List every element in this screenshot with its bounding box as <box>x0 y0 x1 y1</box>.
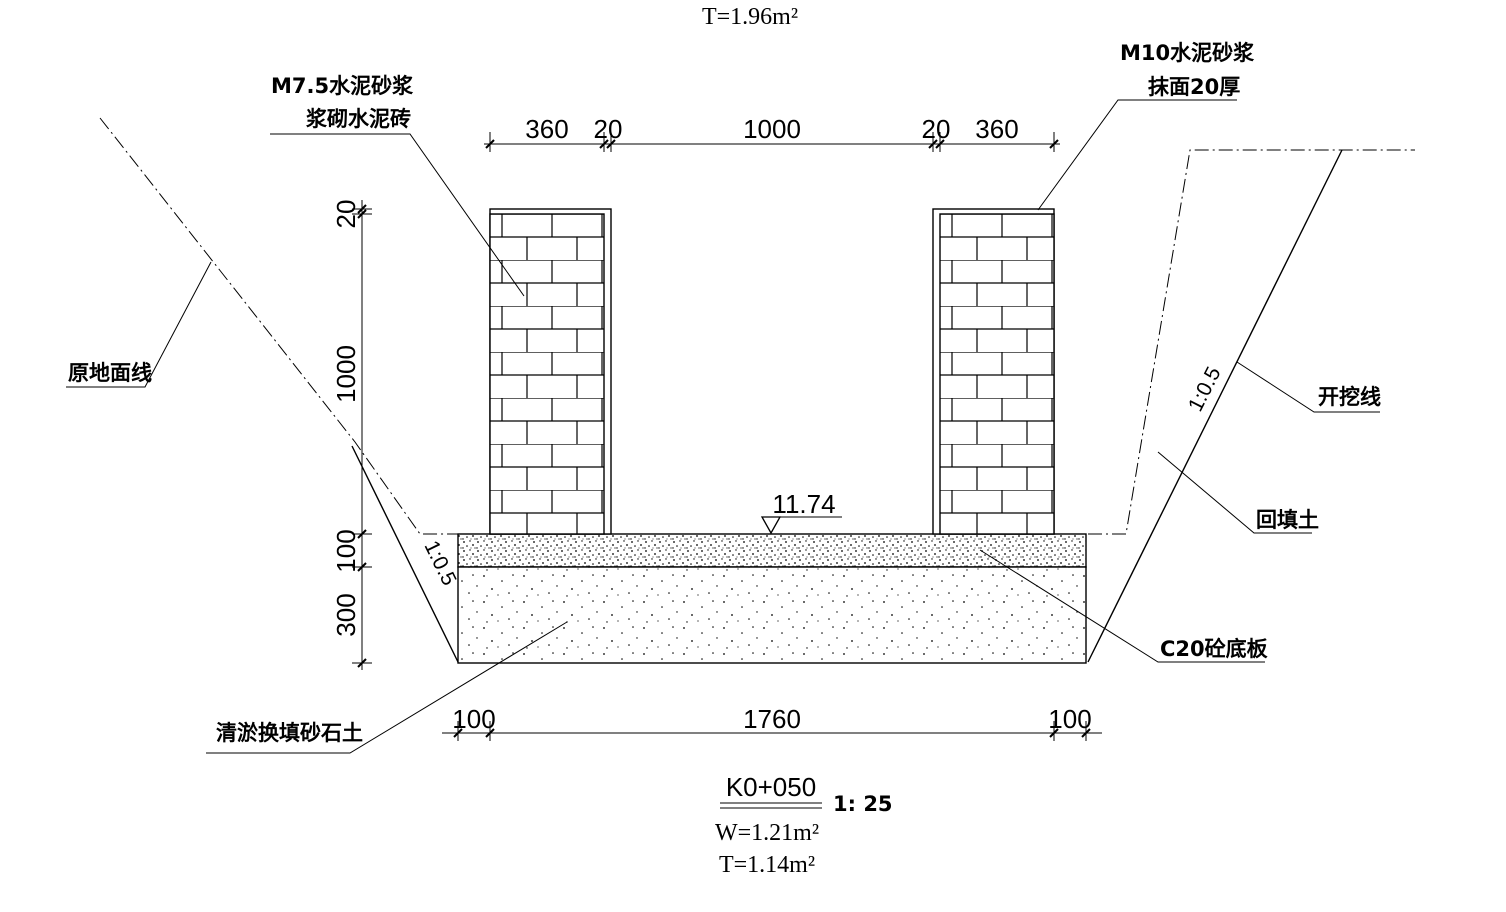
excavation-top-line <box>1088 149 1415 535</box>
section-scale: 1: 25 <box>833 792 893 816</box>
leader-original-ground <box>66 261 212 388</box>
slope-left-label: 1:0.5 <box>420 537 461 589</box>
dim-left-1000: 1000 <box>331 345 361 403</box>
section-w-area: W=1.21m² <box>715 820 819 846</box>
dim-top-360-left: 360 <box>525 114 568 144</box>
slope-right-label: 1:0.5 <box>1184 363 1226 415</box>
dim-left-20: 20 <box>331 200 361 229</box>
top-dimension-line <box>484 132 1060 152</box>
section-name: K0+050 <box>726 772 816 802</box>
leader-replacement <box>206 621 568 754</box>
left-dimension-line <box>352 200 372 670</box>
label-m75-line1: M7.5水泥砂浆 <box>271 74 414 98</box>
dim-top-1000: 1000 <box>743 114 801 144</box>
elevation-marker <box>760 516 842 535</box>
left-brick-wall <box>489 213 605 535</box>
dim-top-20-left: 20 <box>594 114 623 144</box>
label-replacement: 清淤换填砂石土 <box>216 721 363 745</box>
leader-m75 <box>270 133 525 297</box>
bottom-dimension-line <box>442 721 1102 741</box>
dim-left-100: 100 <box>331 529 361 572</box>
label-m10-line1: M10水泥砂浆 <box>1120 41 1255 65</box>
elevation-value: 11.74 <box>772 489 835 519</box>
label-original-ground: 原地面线 <box>68 361 152 385</box>
top-area-label: T=1.96m² <box>702 4 798 30</box>
right-brick-wall <box>939 213 1055 535</box>
leader-backfill <box>1157 451 1312 534</box>
label-slab: C20砼底板 <box>1160 637 1269 661</box>
left-slope-line <box>351 445 459 663</box>
c20-slab <box>457 533 1087 568</box>
dim-top-360-right: 360 <box>975 114 1018 144</box>
label-excavation: 开挖线 <box>1318 385 1381 409</box>
dim-left-300: 300 <box>331 593 361 636</box>
dim-bottom-100-left: 100 <box>452 704 495 734</box>
sand-gravel-layer <box>457 566 1087 664</box>
label-m10-line2: 抹面20厚 <box>1148 75 1240 99</box>
leader-excavation <box>1236 361 1380 413</box>
dim-top-20-right: 20 <box>922 114 951 144</box>
dim-bottom-1760: 1760 <box>743 704 801 734</box>
dim-bottom-100-right: 100 <box>1048 704 1091 734</box>
section-t-area: T=1.14m² <box>719 852 815 878</box>
label-backfill: 回填土 <box>1256 508 1319 532</box>
right-slope-line <box>1087 149 1343 663</box>
leader-slab <box>979 549 1265 663</box>
leader-m10 <box>1037 99 1237 211</box>
label-m75-line2: 浆砌水泥砖 <box>306 107 411 131</box>
original-ground-line <box>99 117 458 535</box>
